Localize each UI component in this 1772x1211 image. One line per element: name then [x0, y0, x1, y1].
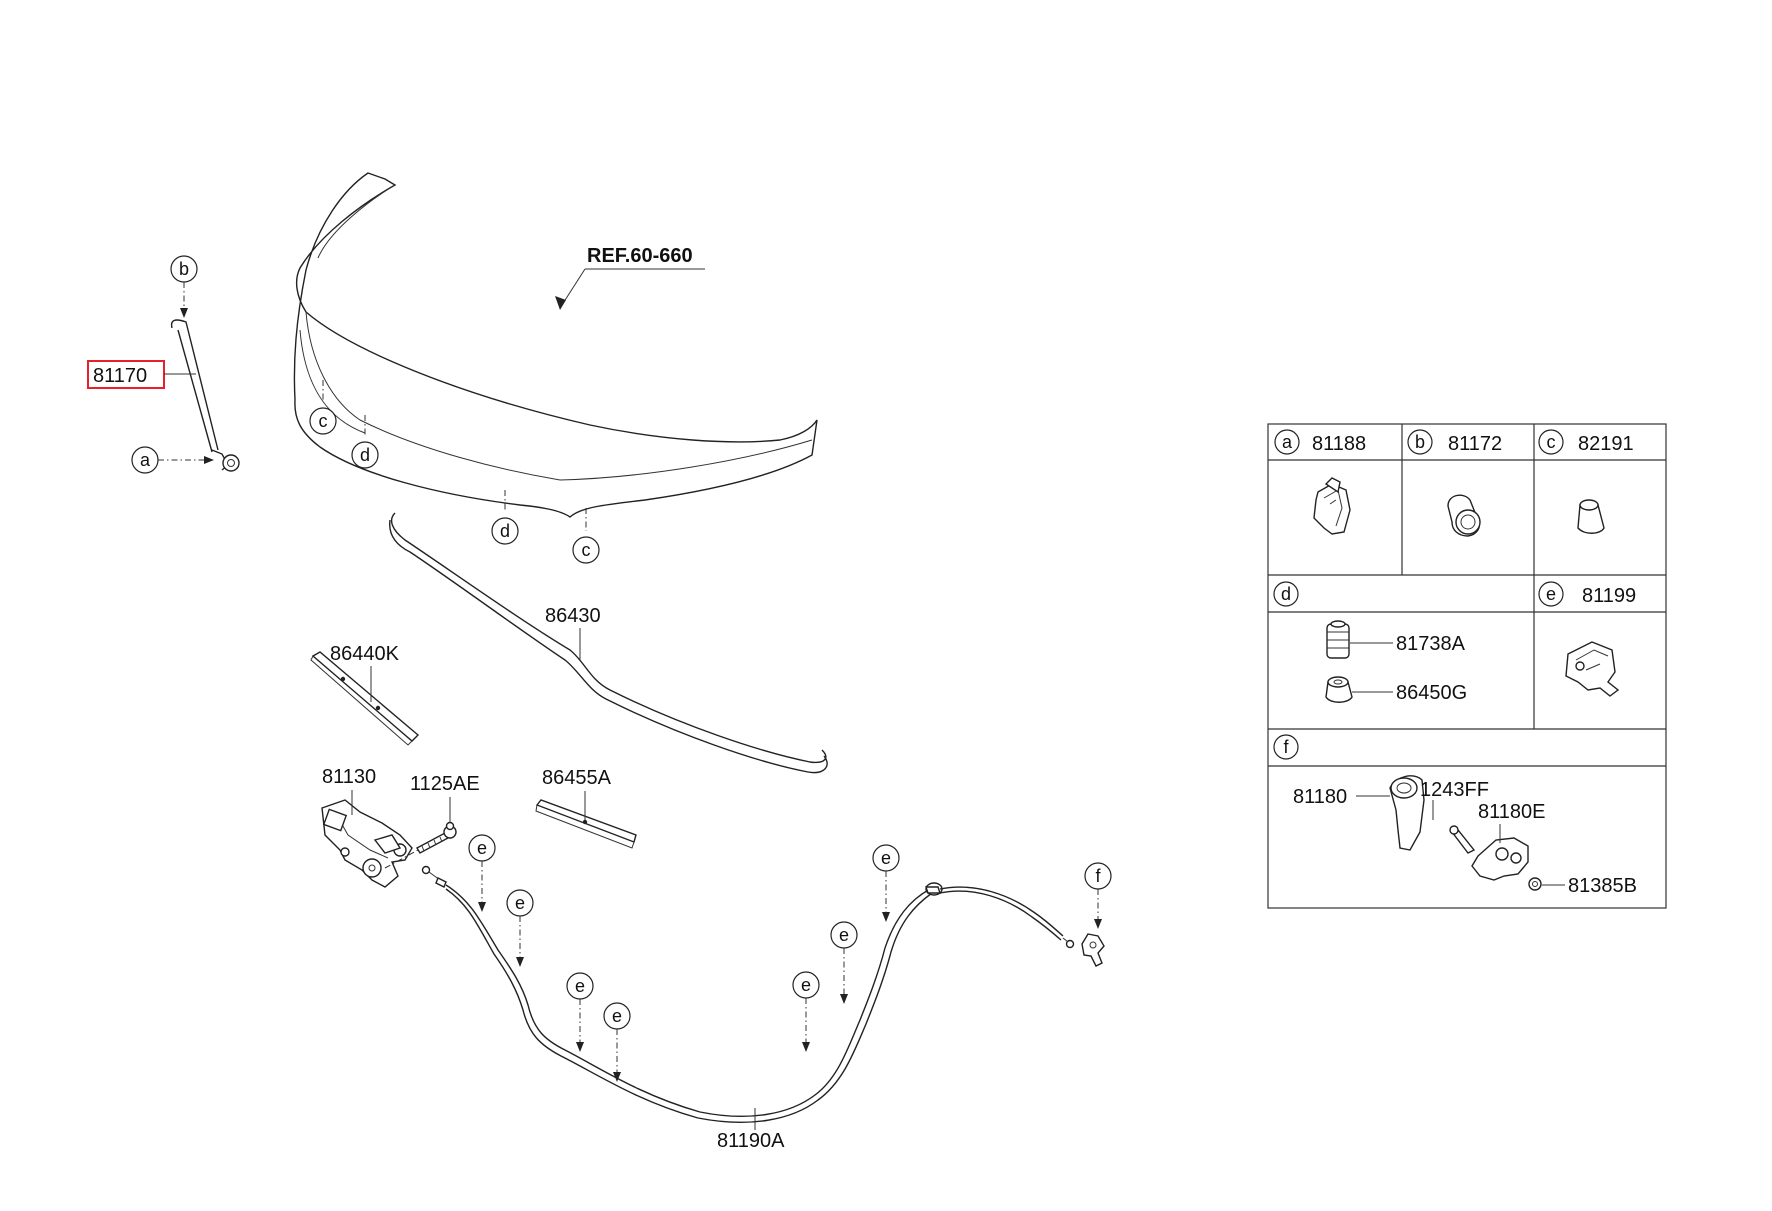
part-number-strut: 81170	[93, 365, 147, 387]
buffer-81738A-icon: 81738A	[1326, 620, 1466, 659]
arrowhead-icon	[555, 296, 566, 310]
hood-panel	[293, 172, 818, 518]
svg-text:a: a	[1282, 432, 1293, 452]
legend-table: a 81188 b 81172 c 82191 d e 81199 f	[1267, 423, 1667, 909]
svg-text:e: e	[575, 976, 585, 996]
callout-circle-c	[572, 536, 600, 564]
legend-part-f4: 81385B	[1568, 875, 1637, 897]
callout-circle-d	[491, 517, 519, 545]
part-number-bolt: 1125AE	[410, 773, 480, 795]
legend-part-d2: 86450G	[1396, 682, 1467, 704]
nut-81385B-icon: 81385B	[1528, 875, 1637, 897]
legend-circle-a	[1274, 429, 1300, 455]
cable-callouts: e e e e e e e f	[468, 834, 1112, 1082]
legend-part-e: 81199	[1582, 585, 1636, 607]
svg-text:e: e	[1546, 584, 1556, 604]
hood-latch: 81130	[321, 766, 413, 888]
svg-text:e: e	[612, 1006, 622, 1026]
svg-text:d: d	[1281, 584, 1291, 604]
svg-text:e: e	[477, 838, 487, 858]
bumper-86450G-icon: 86450G	[1325, 676, 1467, 704]
hood-strut: b a 81170	[87, 255, 240, 474]
svg-text:d: d	[360, 445, 370, 465]
svg-text:b: b	[1415, 432, 1425, 452]
part-number-seal-left: 86440K	[330, 643, 400, 665]
legend-part-f1: 81180	[1293, 786, 1347, 808]
release-cable: 81190A	[421, 865, 1105, 1152]
clip-81188-icon	[1313, 477, 1351, 535]
grommet-81172-icon	[1447, 494, 1481, 537]
svg-text:e: e	[839, 925, 849, 945]
part-number-seal-center: 86455A	[542, 767, 612, 789]
seal-center: 86455A	[535, 767, 637, 849]
weatherstrip: 86430	[389, 512, 828, 774]
legend-part-a: 81188	[1312, 433, 1366, 455]
callout-circle-d	[351, 441, 379, 469]
svg-text:c: c	[582, 540, 591, 560]
legend-part-f2: 1243FF	[1420, 779, 1489, 801]
legend-part-c: 82191	[1578, 433, 1634, 455]
legend-part-d1: 81738A	[1396, 633, 1466, 655]
bracket-81199-icon	[1565, 641, 1620, 697]
legend-part-b: 81172	[1448, 433, 1502, 455]
legend-circle-d	[1273, 581, 1299, 607]
svg-text:f: f	[1095, 866, 1101, 886]
arrowhead-icon	[180, 308, 188, 318]
reference-label: REF.60-660	[587, 245, 693, 267]
hood-callouts: c d d c	[309, 380, 600, 564]
svg-text:e: e	[515, 893, 525, 913]
legend-circle-b	[1407, 429, 1433, 455]
svg-text:d: d	[500, 521, 510, 541]
svg-text:e: e	[881, 848, 891, 868]
part-number-weatherstrip: 86430	[545, 605, 601, 627]
svg-text:c: c	[1547, 432, 1556, 452]
legend-part-f3: 81180E	[1478, 801, 1545, 823]
legend-circle-c	[1538, 429, 1564, 455]
release-handle-81180-icon: 81180	[1293, 775, 1425, 851]
strut-ball-joint	[222, 454, 240, 472]
part-number-cable: 81190A	[717, 1130, 785, 1152]
bracket-81180E-icon: 81180E	[1471, 801, 1545, 881]
latch-bolt: 1125AE	[384, 773, 480, 869]
bumper-82191-icon	[1577, 499, 1605, 534]
seal-left: 86440K	[310, 643, 420, 746]
reference-callout: REF.60-660	[555, 245, 705, 310]
svg-text:a: a	[140, 450, 151, 470]
svg-text:e: e	[801, 975, 811, 995]
legend-circle-e	[1538, 581, 1564, 607]
part-number-latch: 81130	[322, 766, 376, 788]
legend-circle-f	[1273, 734, 1299, 760]
screw-1243FF-icon: 1243FF	[1420, 779, 1489, 854]
svg-text:f: f	[1283, 737, 1289, 757]
svg-text:c: c	[319, 411, 328, 431]
callout-circle-c	[309, 407, 337, 435]
arrowhead-icon	[204, 456, 214, 464]
svg-text:b: b	[179, 259, 189, 279]
